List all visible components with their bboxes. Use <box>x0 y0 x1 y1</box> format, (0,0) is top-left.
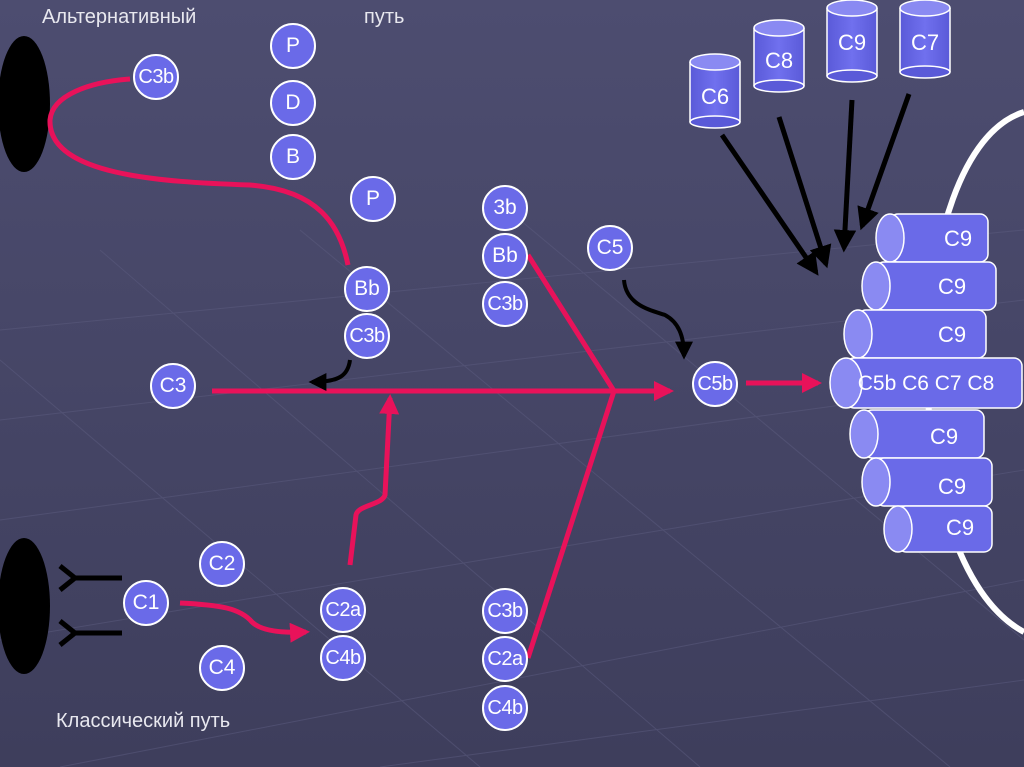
node-p2: P <box>350 176 396 222</box>
node-d: D <box>270 80 316 126</box>
heading-alternative: Альтернативный <box>42 6 196 29</box>
node-3b: 3b <box>482 185 528 231</box>
mac-cylinder-c9-6: C9 <box>884 506 992 552</box>
cyl-label-c9-4: C9 <box>930 424 958 449</box>
heading-classical: Классический путь <box>56 710 230 733</box>
node-c3b-mid: C3b <box>482 281 528 327</box>
cyl-label-c9-1: C9 <box>944 226 972 251</box>
cyl-label-c9-5: C9 <box>938 474 966 499</box>
can-c8: C8 <box>754 20 804 92</box>
cyl-label-c9-6: C9 <box>946 515 974 540</box>
node-c2a-left: C2a <box>320 587 366 633</box>
cyl-label-c9-3: C9 <box>938 322 966 347</box>
node-p1: P <box>270 23 316 69</box>
node-c4b-bottom: C4b <box>482 685 528 731</box>
node-c3b-left: C3b <box>344 313 390 359</box>
can-c6: C6 <box>690 54 740 128</box>
node-c3b-top: C3b <box>133 54 179 100</box>
node-b: B <box>270 134 316 180</box>
heading-path: путь <box>364 6 404 29</box>
can-label-c6: C6 <box>701 84 729 109</box>
mac-cylinder-core: C5b C6 C7 C8 <box>830 358 1022 408</box>
cyl-label-c9-2: C9 <box>938 274 966 299</box>
node-c4b-left: C4b <box>320 635 366 681</box>
node-c3b-bottom: C3b <box>482 588 528 634</box>
node-bb-left: Bb <box>344 266 390 312</box>
node-c1: C1 <box>123 580 169 626</box>
node-c3: C3 <box>150 363 196 409</box>
can-label-c9: C9 <box>838 30 866 55</box>
cyl-label-mac: C5b C6 C7 C8 <box>858 372 995 395</box>
can-c9: C9 <box>827 0 877 82</box>
mac-cylinder-c9-2: C9 <box>862 262 996 310</box>
node-c5: C5 <box>587 225 633 271</box>
node-c2a-bottom: C2a <box>482 636 528 682</box>
mac-cylinder-c9-5: C9 <box>862 458 992 506</box>
mac-cylinder-c9-3: C9 <box>844 310 986 358</box>
can-label-c7: C7 <box>911 30 939 55</box>
can-label-c8: C8 <box>765 48 793 73</box>
node-c2: C2 <box>199 541 245 587</box>
cell-surface-bottom <box>0 538 50 674</box>
node-bb-mid: Bb <box>482 233 528 279</box>
cell-surface-top <box>0 36 50 172</box>
node-c5b: C5b <box>692 361 738 407</box>
node-c4: C4 <box>199 645 245 691</box>
mac-cylinder-c9-4: C9 <box>850 410 984 458</box>
can-c7: C7 <box>900 0 950 78</box>
mac-cylinder-c9-1: C9 <box>876 214 988 262</box>
